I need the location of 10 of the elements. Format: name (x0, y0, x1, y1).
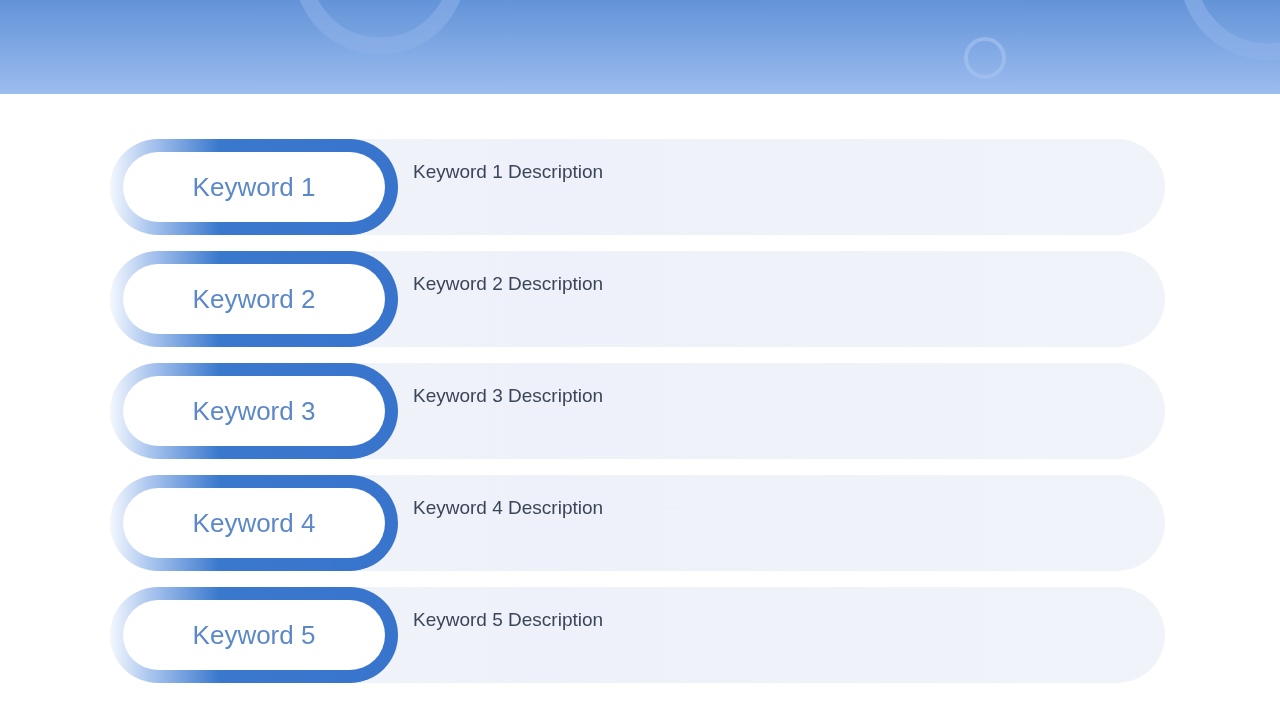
description-text: Keyword 2 Description (413, 273, 604, 295)
keyword-label: Keyword 4 (192, 507, 316, 539)
description-text: Keyword 3 Description (413, 385, 604, 407)
description-text: Keyword 4 Description (413, 497, 604, 519)
keyword-label: Keyword 3 (192, 395, 316, 427)
description-text: Keyword 5 Description (413, 609, 604, 631)
keyword-label: Keyword 5 (192, 619, 316, 651)
keyword-label: Keyword 2 (192, 283, 316, 315)
description-text: Keyword 1 Description (413, 161, 604, 183)
keyword-label: Keyword 1 (192, 171, 316, 203)
